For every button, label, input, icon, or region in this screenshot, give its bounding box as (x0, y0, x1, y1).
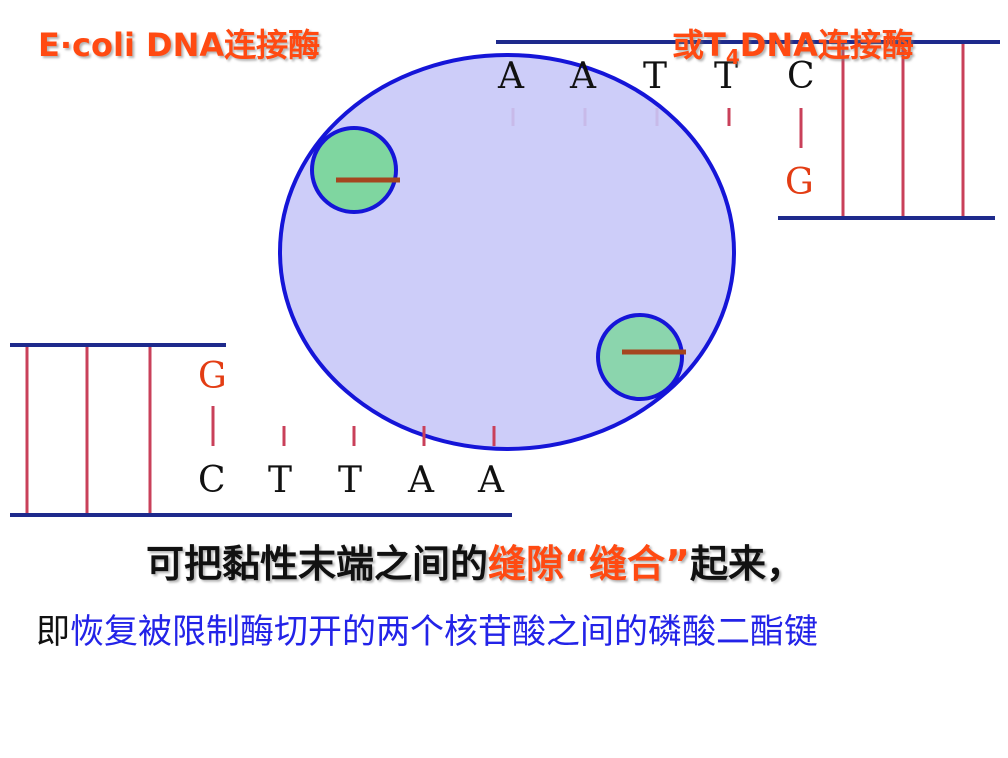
title-t4-prefix: 或T (672, 26, 726, 64)
upper-base: A (498, 56, 524, 97)
upper-base: A (570, 56, 596, 97)
title-t4-ligase: 或T4DNA连接酶 (672, 20, 914, 69)
lower-base-g: G (198, 356, 227, 397)
title-t4-subscript: 4 (725, 45, 740, 69)
title-ecoli-ligase: E·coli DNA连接酶 (38, 26, 321, 64)
lower-base: T (268, 460, 293, 501)
caption-line-1-highlight: 缝隙“缝合” (488, 542, 690, 586)
caption-line-1-end: 起来， (689, 542, 804, 586)
caption-line-1: 可把黏性末端之间的缝隙“缝合”起来， (146, 533, 804, 588)
caption-line-2: 即恢复被限制酶切开的两个核苷酸之间的磷酸二酯键 (36, 604, 818, 653)
caption-line-1-main: 可把黏性末端之间的 (146, 542, 489, 586)
lower-base: C (198, 460, 226, 501)
active-site-upper (310, 126, 398, 214)
ligase-diagram (10, 40, 1000, 517)
title-t4-suffix: DNA连接酶 (739, 26, 914, 64)
lower-base: T (338, 460, 363, 501)
upper-base: T (643, 56, 668, 97)
upper-base-g: G (785, 162, 814, 203)
active-site-lower (596, 313, 684, 401)
upper-base: T (714, 56, 739, 97)
lower-base: A (408, 460, 434, 501)
upper-base: C (787, 56, 815, 97)
caption-line-2-rest: 恢复被限制酶切开的两个核苷酸之间的磷酸二酯键 (70, 612, 818, 652)
lower-base: A (478, 460, 504, 501)
caption-line-2-prefix: 即 (36, 612, 70, 652)
